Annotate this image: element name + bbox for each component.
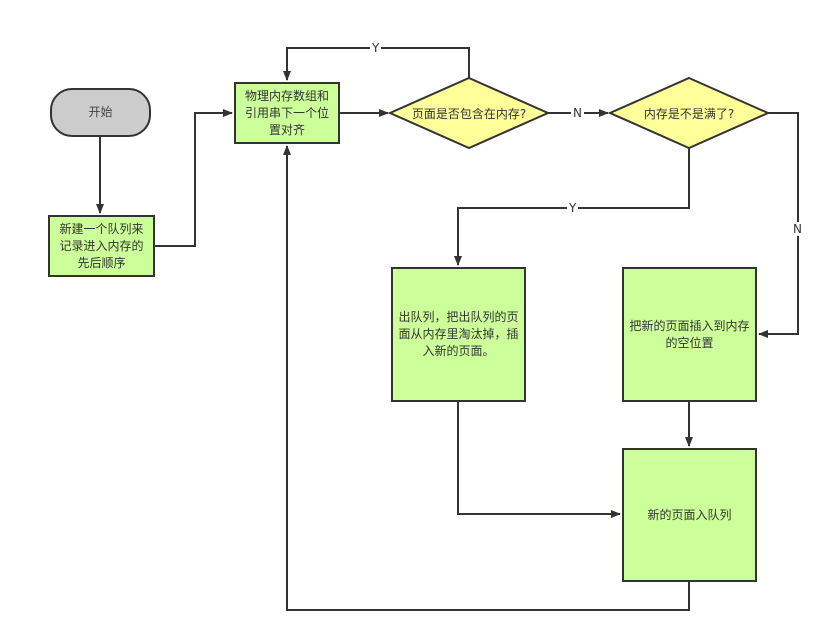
process-dequeue-replace: 出队列，把出队列的页面从内存里淘汰掉，插入新的页面。 xyxy=(391,267,526,402)
edge-label-full-y: Y xyxy=(567,201,579,215)
decision-diamond-memory-full xyxy=(607,76,771,150)
process-align-label: 物理内存数组和引用串下一个位置对齐 xyxy=(244,88,329,137)
decision-memory-full-label: 内存是不是满了? xyxy=(643,106,735,121)
edge-dequeue-to-enqueue xyxy=(457,402,621,518)
decision-page-in-memory-label: 页面是否包含在内存? xyxy=(411,106,527,121)
edge-label-full-n: N xyxy=(791,222,804,236)
start-label: 开始 xyxy=(88,105,113,119)
process-enqueue: 新的页面入队列 xyxy=(622,448,757,582)
process-align: 物理内存数组和引用串下一个位置对齐 xyxy=(234,82,340,144)
edge-label-loop-y: Y xyxy=(370,41,382,55)
decision-diamond-page-in-memory xyxy=(387,76,551,150)
process-enqueue-label: 新的页面入队列 xyxy=(647,507,732,522)
edge-enqueue-loop-back xyxy=(283,145,690,611)
process-insert-empty: 把新的页面插入到内存的空位置 xyxy=(622,267,757,402)
edge-label-page-n: N xyxy=(571,106,584,120)
start-terminal: 开始 xyxy=(50,88,151,137)
process-new-queue-label: 新建一个队列来记录进入内存的先后顺序 xyxy=(59,221,144,270)
process-insert-empty-label: 把新的页面插入到内存的空位置 xyxy=(629,318,750,350)
process-new-queue: 新建一个队列来记录进入内存的先后顺序 xyxy=(48,215,155,277)
edge-new-queue-to-align xyxy=(155,109,233,247)
process-dequeue-replace-label: 出队列，把出队列的页面从内存里淘汰掉，插入新的页面。 xyxy=(398,310,519,358)
